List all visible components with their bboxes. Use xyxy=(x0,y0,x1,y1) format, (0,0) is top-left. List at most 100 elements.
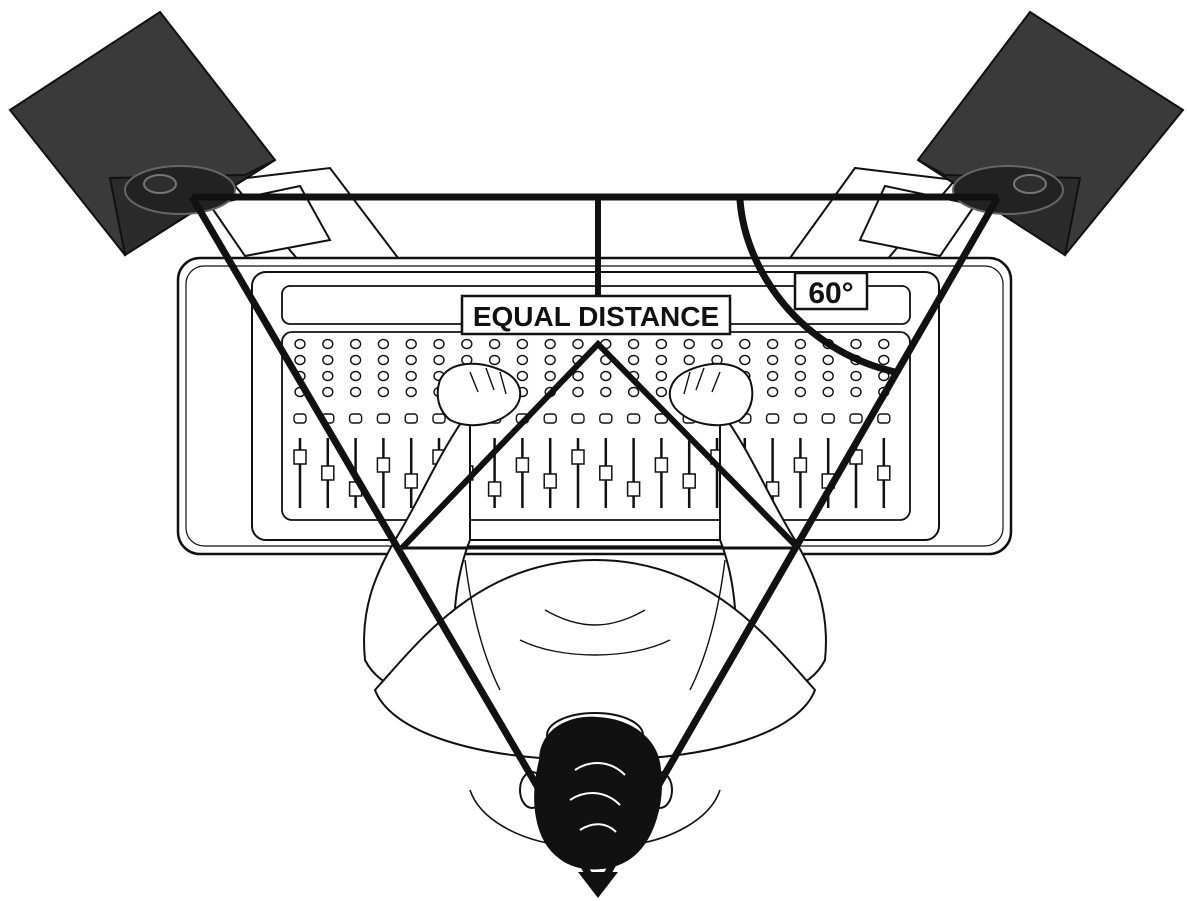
fader-cap xyxy=(293,449,307,465)
console-knob xyxy=(739,338,751,350)
fader-cap xyxy=(599,465,613,481)
console-knob xyxy=(711,338,723,350)
left-hand xyxy=(436,362,522,427)
console-knob xyxy=(377,386,390,398)
console-knob xyxy=(433,338,445,350)
console-knob xyxy=(377,354,390,366)
console-knob xyxy=(683,354,695,366)
left-edge xyxy=(188,195,602,892)
console-knob xyxy=(655,354,668,366)
console-knob xyxy=(627,338,640,350)
inner-triangle-lines xyxy=(399,339,801,551)
fader-cap xyxy=(793,457,808,473)
console-knob xyxy=(349,338,362,350)
console-knob xyxy=(405,338,417,350)
channel-button xyxy=(877,413,891,424)
console-knob xyxy=(794,386,807,398)
left-fingers xyxy=(469,367,507,395)
console-knob xyxy=(433,354,445,366)
console-knob xyxy=(766,354,779,366)
console-knob xyxy=(572,338,584,350)
console-knob xyxy=(766,338,779,350)
console-knob xyxy=(349,354,362,366)
console-knob xyxy=(878,338,890,350)
console-knob xyxy=(822,354,834,366)
channel-button xyxy=(543,413,557,424)
fader-cap xyxy=(404,473,418,489)
console-knob xyxy=(405,354,417,366)
channel-button xyxy=(293,413,307,424)
console-knob xyxy=(850,338,862,350)
right-tweeter xyxy=(1013,174,1047,194)
console-knob xyxy=(405,386,417,398)
fader-cap xyxy=(543,473,557,489)
console-knob xyxy=(572,386,584,398)
console-knob xyxy=(627,354,640,366)
console-knob xyxy=(600,386,612,398)
console-knob xyxy=(405,370,417,382)
console-knob xyxy=(739,354,751,366)
right-hand xyxy=(668,362,754,427)
channel-button xyxy=(571,413,585,424)
console-knob xyxy=(377,370,390,382)
console-knob xyxy=(349,370,362,382)
console-knob xyxy=(544,354,556,366)
channel-button xyxy=(432,413,446,424)
right-speaker-stand xyxy=(788,166,977,264)
console-knob xyxy=(655,370,668,382)
left-tweeter xyxy=(143,174,177,194)
inner-triangle xyxy=(399,339,801,551)
console-knob xyxy=(544,338,556,350)
angle-text: 60° xyxy=(808,277,853,310)
listener-point xyxy=(578,872,618,898)
fader-cap xyxy=(877,465,891,481)
console-knob xyxy=(377,338,390,350)
fader-cap xyxy=(571,449,585,465)
console-knob xyxy=(794,338,807,350)
console-knob xyxy=(544,370,556,382)
console-knob xyxy=(516,338,529,350)
console-knob xyxy=(766,386,779,398)
equal-distance-text: EQUAL DISTANCE xyxy=(473,301,719,332)
fader-cap xyxy=(321,465,335,481)
console-knob xyxy=(516,354,529,366)
channel-button xyxy=(765,413,780,424)
console-knob xyxy=(627,386,640,398)
collar-lines xyxy=(519,609,671,656)
console-knob xyxy=(322,386,334,398)
console-knob xyxy=(322,370,334,382)
console-knob xyxy=(683,338,695,350)
angle-label: 60° xyxy=(793,271,869,311)
console-knob xyxy=(461,338,473,350)
channel-strip-area xyxy=(281,331,911,521)
channel-button xyxy=(599,413,613,424)
fader-cap xyxy=(626,481,641,497)
console-knob xyxy=(794,354,807,366)
left-woofer xyxy=(124,165,236,215)
console-knob xyxy=(878,354,890,366)
console-knob xyxy=(516,370,529,382)
channel-button xyxy=(404,413,418,424)
channel-button xyxy=(626,413,641,424)
left-speaker-stand xyxy=(208,166,400,264)
console-knob xyxy=(850,386,862,398)
console-knob xyxy=(572,370,584,382)
fader-cap xyxy=(487,481,502,497)
right-fingers xyxy=(683,367,721,395)
console-knob xyxy=(655,338,668,350)
equal-distance-label: EQUAL DISTANCE xyxy=(460,294,732,336)
fader-cap xyxy=(654,457,669,473)
console-knob xyxy=(322,354,334,366)
console-knob xyxy=(488,354,501,366)
console-knob xyxy=(488,338,501,350)
console-knob xyxy=(822,386,834,398)
console-knob xyxy=(600,370,612,382)
fader-cap xyxy=(515,457,530,473)
channel-button xyxy=(793,413,808,424)
channel-button xyxy=(821,413,835,424)
console-knob xyxy=(294,338,306,350)
channel-button xyxy=(348,413,363,424)
hair-highlights xyxy=(569,762,626,833)
angle-arc xyxy=(736,199,896,376)
